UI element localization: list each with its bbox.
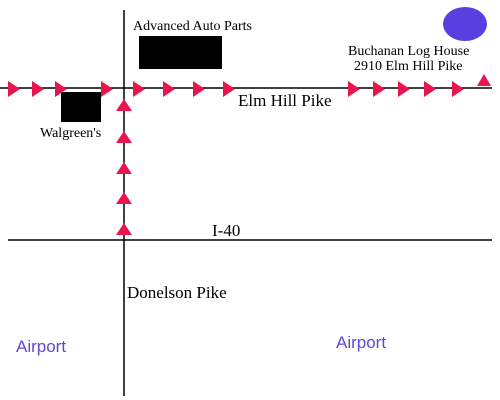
walgreens-label: Walgreen's: [40, 126, 101, 141]
advanced-auto-parts-label: Advanced Auto Parts: [133, 19, 252, 34]
route-arrow-icon: [223, 81, 235, 97]
route-arrow-icon: [101, 81, 113, 97]
route-arrow-icon: [116, 131, 132, 143]
destination-name-label: Buchanan Log House: [348, 44, 469, 59]
elm-hill-pike-label: Elm Hill Pike: [238, 91, 332, 110]
route-arrow-icon: [133, 81, 145, 97]
route-arrow-icon: [477, 74, 491, 86]
walgreens-building-icon: [61, 92, 101, 122]
route-arrow-icon: [116, 99, 132, 111]
route-arrow-icon: [116, 223, 132, 235]
route-arrow-icon: [348, 81, 360, 97]
route-arrow-icon: [163, 81, 175, 97]
route-arrow-icon: [8, 81, 20, 97]
donelson-pike-label: Donelson Pike: [127, 283, 227, 302]
route-arrows-elm-hill-pike: [8, 81, 464, 97]
route-arrow-icon: [452, 81, 464, 97]
route-arrow-icon: [424, 81, 436, 97]
route-arrow-icon: [398, 81, 410, 97]
route-arrow-icon: [193, 81, 205, 97]
destination-address-label: 2910 Elm Hill Pike: [354, 59, 463, 74]
route-arrow-icon: [55, 81, 67, 97]
destination-marker-icon: [443, 7, 487, 41]
route-arrow-icon: [373, 81, 385, 97]
i40-label: I-40: [212, 221, 240, 240]
airport-label-right: Airport: [336, 333, 386, 352]
route-arrows-donelson-pike: [116, 99, 132, 235]
airport-label-left: Airport: [16, 337, 66, 356]
route-arrow-icon: [116, 162, 132, 174]
route-arrow-icon: [32, 81, 44, 97]
advanced-auto-parts-building-icon: [139, 36, 222, 69]
route-arrow-icon: [116, 192, 132, 204]
